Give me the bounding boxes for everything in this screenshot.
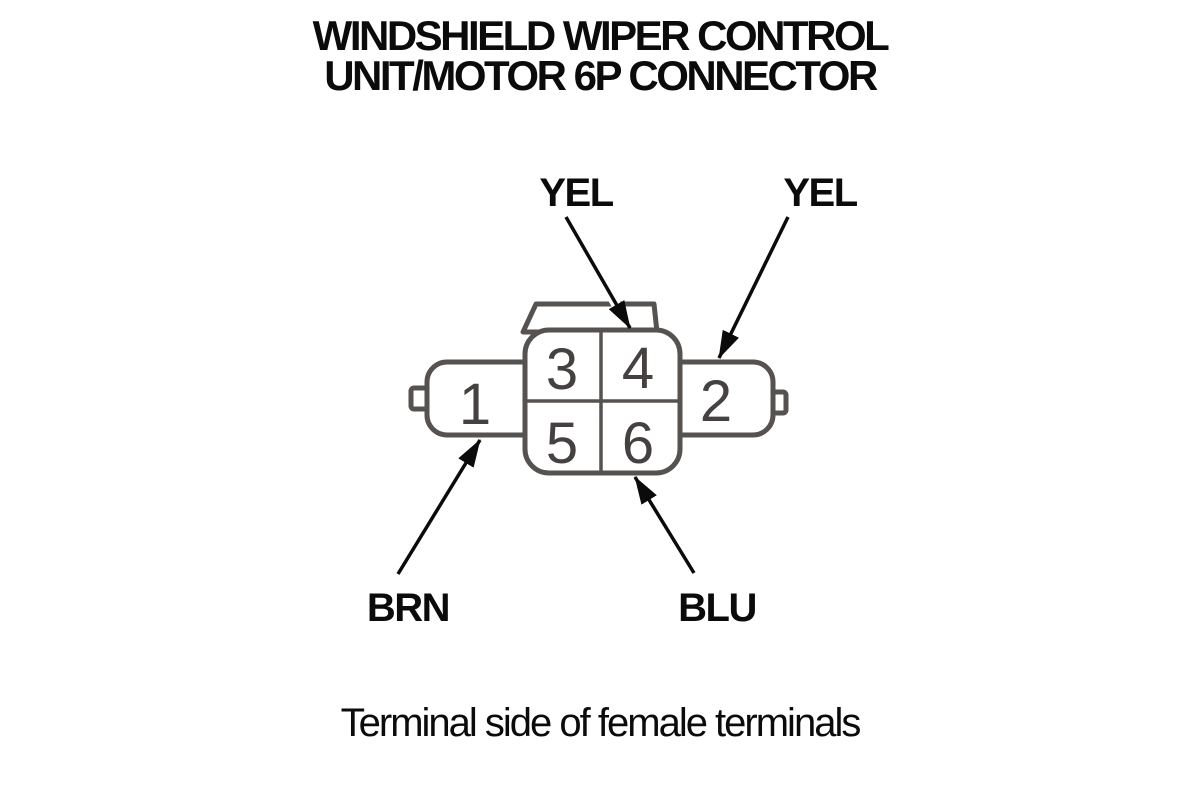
connector-body [408, 301, 789, 476]
yel-left-arrow [564, 216, 632, 329]
terminal-3-label: 3 [546, 337, 578, 402]
page-title: WINDSHIELD WIPER CONTROL UNIT/MOTOR 6P C… [0, 12, 1200, 99]
wire-label-brn: BRN [367, 586, 449, 630]
wire-color-labels: YEL YEL BRN BLU [367, 171, 859, 630]
diagram-caption: Terminal side of female terminals [340, 701, 862, 745]
wire-label-blu: BLU [678, 586, 756, 630]
terminal-numbers: 1 2 3 4 5 6 [459, 336, 732, 476]
terminal-1-label: 1 [459, 372, 491, 437]
yel-right-arrow [717, 216, 790, 359]
wire-label-yel-right: YEL [783, 171, 857, 215]
title-line-1: WINDSHIELD WIPER CONTROL [312, 12, 890, 59]
brn-arrow [396, 439, 482, 575]
title-line-2: UNIT/MOTOR 6P CONNECTOR [324, 52, 878, 99]
terminal-5-label: 5 [546, 411, 578, 476]
blu-arrow [633, 476, 696, 574]
terminal-6-label: 6 [622, 411, 654, 476]
terminal-4-label: 4 [622, 336, 654, 401]
terminal-2-label: 2 [700, 369, 732, 434]
wire-label-yel-left: YEL [539, 171, 613, 215]
leader-arrows [396, 214, 790, 575]
